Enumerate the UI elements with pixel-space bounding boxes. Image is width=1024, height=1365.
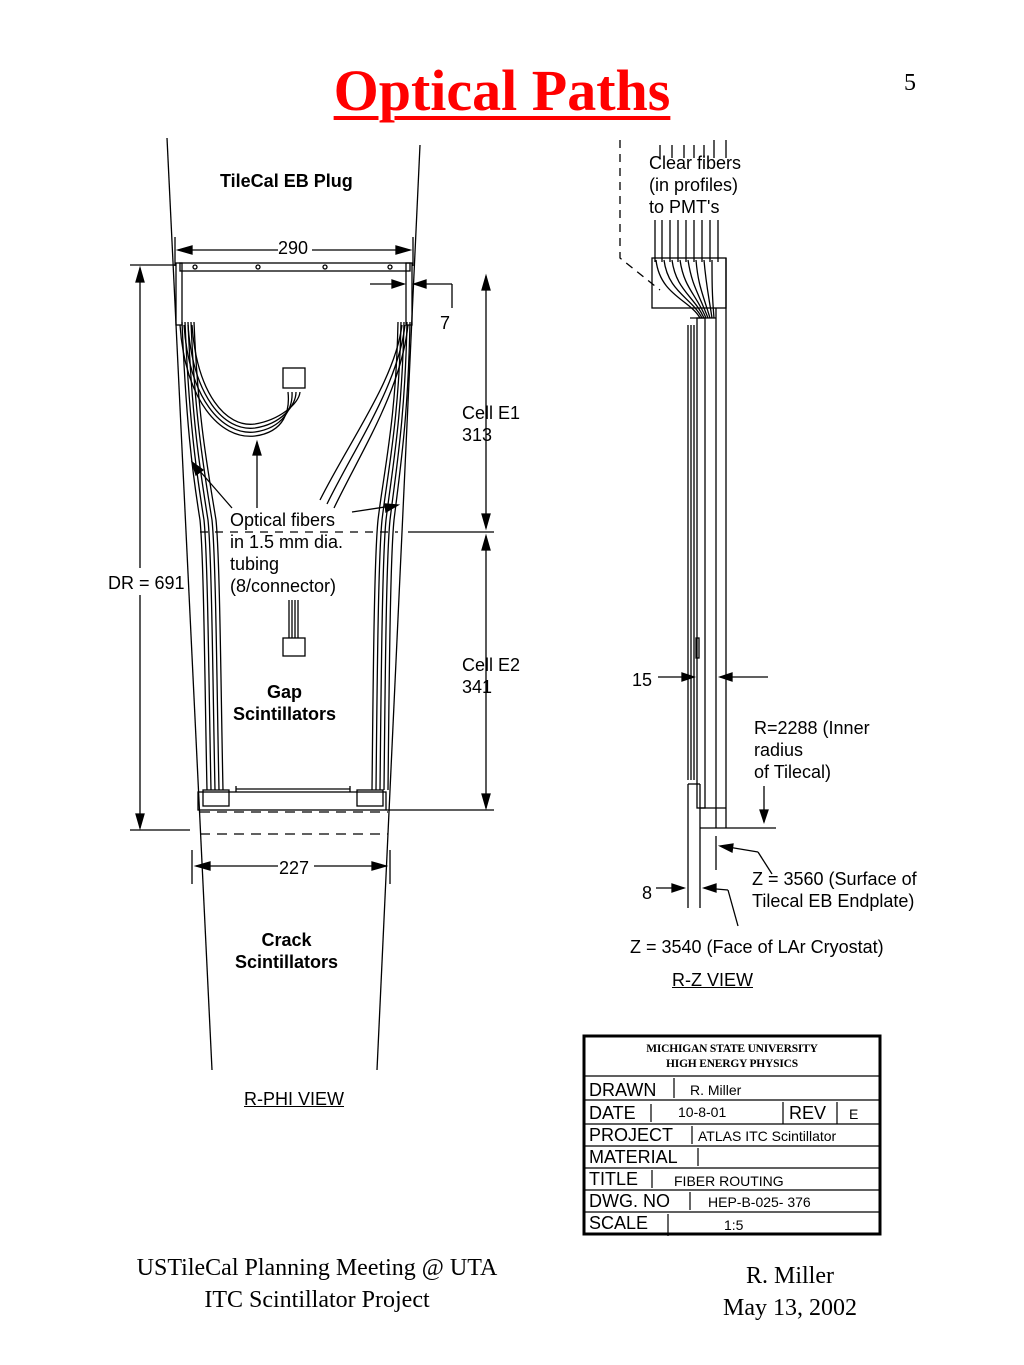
fiber-leaders [190,439,401,514]
gap-top-plate [175,262,413,326]
inner-radius-label: R=2288 (Inner radius of Tilecal) [754,718,870,782]
crack-scintillators-label: Crack Scintillators [235,930,339,972]
fiber-loop [179,324,301,437]
gap-bottom-plate [197,786,387,811]
footer-project: ITC Scintillator Project [204,1287,430,1313]
tb-val-dwg-no: HEP-B-025- 376 [708,1194,811,1210]
title-block-institution: MICHIGAN STATE UNIVERSITY [646,1043,818,1055]
fiber-diagonal [319,324,409,509]
tb-key-material: MATERIAL [589,1147,678,1167]
z3560-label: Z = 3560 (Surface of Tilecal EB Endplate… [752,869,917,911]
rphi-view-label: R-PHI VIEW [244,1089,345,1109]
footer-left: USTileCal Planning Meeting @ UTA ITC Sci… [100,1252,534,1316]
gap-scintillators-label: Gap Scintillators [233,682,337,724]
tb-val-title: FIBER ROUTING [674,1173,784,1189]
plug-label: TileCal EB Plug [220,171,353,191]
dim-cells [386,273,494,811]
tb-key-dwg-no: DWG. NO [589,1191,670,1211]
connector-bottom [282,600,306,657]
tb-key-project: PROJECT [589,1125,674,1145]
fiber-bundle-right [371,321,411,791]
z3540-label: Z = 3540 (Face of LAr Cryostat) [630,937,884,957]
cell-e2-label: Cell E2 341 [462,655,521,697]
cell-e1-label: Cell E1 313 [462,403,521,445]
title-block-group: HIGH ENERGY PHYSICS [666,1058,798,1070]
footer-author: R. Miller [746,1263,834,1289]
crack-dashed [200,811,388,835]
dim-290 [174,237,414,266]
tb-key-title: TITLE [589,1169,639,1189]
tb-val-scale: 1:5 [724,1217,744,1233]
tb-val-rev: E [849,1106,859,1122]
tb-key-drawn: DRAWN [589,1080,657,1100]
rphi-outline [166,137,421,1071]
tb-key-rev: REV [789,1103,827,1123]
connector-top [282,367,306,389]
fiber-bundle-left [181,321,224,791]
footer-right: R. Miller May 13, 2002 [690,1260,890,1324]
rz-view-label: R-Z VIEW [672,970,753,990]
title-block [582,1034,882,1236]
tb-val-project: ATLAS ITC Scintillator [698,1128,837,1144]
tb-key-scale: SCALE [589,1213,649,1233]
dim-dr [130,264,190,831]
dim-227 [191,850,391,884]
slide-title: Optical Paths [333,58,671,123]
tb-val-drawn: R. Miller [690,1082,742,1098]
dim-227-label: 227 [279,858,310,878]
dr-label: DR = 691 [108,573,185,593]
dim-7 [370,279,453,308]
rz-view [619,140,776,927]
fiber-note: Optical fibers in 1.5 mm dia. tubing (8/… [230,510,344,596]
dim-290-label: 290 [278,238,309,258]
dim-7-label: 7 [440,313,451,333]
tb-key-date: DATE [589,1103,636,1123]
tb-val-date: 10-8-01 [678,1104,727,1120]
dim-8-label: 8 [642,883,653,903]
clear-fibers-label: Clear fibers (in profiles) to PMT's [649,153,742,217]
dim-15-label: 15 [632,670,653,690]
footer-meeting: USTileCal Planning Meeting @ UTA [136,1255,498,1281]
footer-date: May 13, 2002 [723,1295,857,1321]
page-number: 5 [904,70,916,96]
